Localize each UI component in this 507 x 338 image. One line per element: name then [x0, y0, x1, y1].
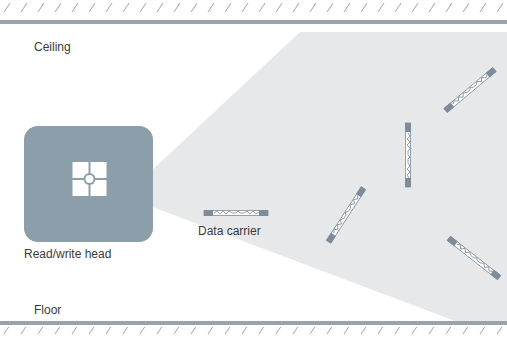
data-carrier-tag [447, 236, 501, 280]
data-carrier-tag [444, 67, 497, 113]
node-label: Read/write head [24, 247, 153, 261]
antenna-icon [24, 126, 143, 242]
read-write-head: Read/write head [24, 126, 153, 261]
floor-hatch [0, 327, 507, 338]
ceiling-label: Ceiling [34, 40, 71, 54]
floor-label: Floor [34, 303, 61, 317]
read-field [150, 32, 507, 321]
part-label: Data carrier [198, 224, 261, 238]
floor-line [0, 321, 507, 325]
ceiling-hatch [0, 0, 507, 16]
head-housing [24, 126, 153, 242]
data-carrier-tag [326, 187, 366, 244]
ceiling-line [0, 20, 507, 24]
data-carrier-tag [405, 123, 411, 187]
data-carrier-tag [204, 210, 268, 216]
